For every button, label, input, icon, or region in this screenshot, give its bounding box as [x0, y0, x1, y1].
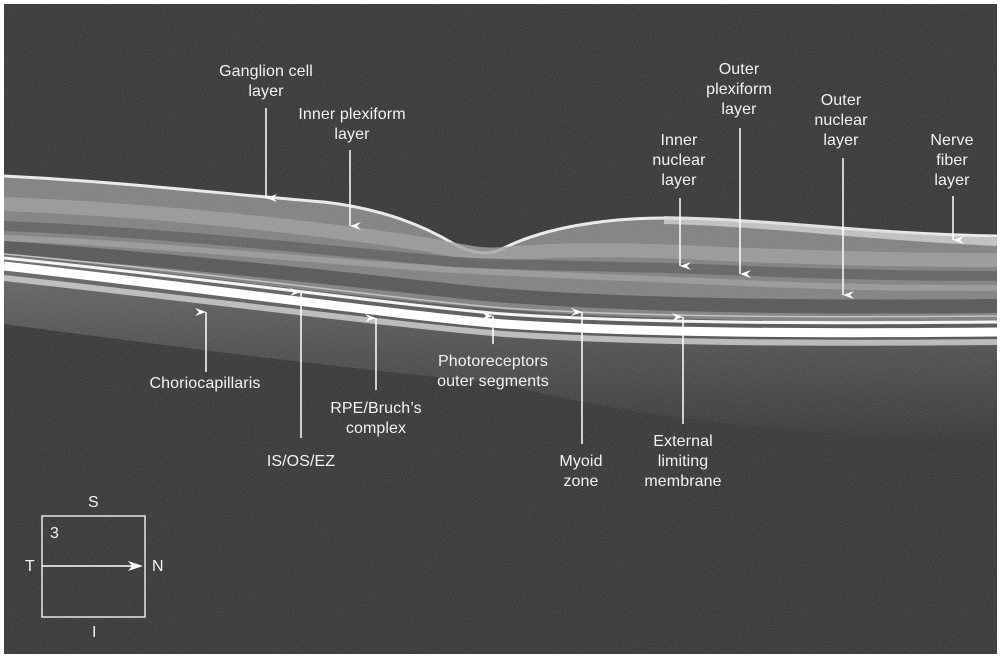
label-inner-plexiform-layer: Inner plexiform layer: [298, 106, 406, 143]
orientation-temporal: T: [25, 558, 35, 575]
label-myoid-zone: Myoid zone: [559, 453, 603, 490]
label-outer-nuclear-layer: Outer nuclear layer: [814, 92, 868, 149]
label-choriocapillaris: Choriocapillaris: [149, 375, 261, 392]
label-external-limiting-membrane: External limiting membrane: [644, 433, 722, 490]
orientation-number: 3: [50, 525, 59, 542]
label-is-os-ez: IS/OS/EZ: [266, 453, 336, 470]
label-rpe-bruchs-complex: RPE/Bruch’s complex: [330, 400, 422, 437]
orientation-inferior: I: [92, 624, 97, 641]
oct-scan-image: Ganglion cell layer Inner plexiform laye…: [4, 4, 997, 654]
orientation-nasal: N: [152, 558, 164, 575]
label-outer-plexiform-layer: Outer plexiform layer: [706, 61, 772, 118]
label-photoreceptors-outer-segments: Photoreceptors outer segments: [437, 353, 549, 390]
retina-layers-graphic: [4, 4, 997, 654]
label-nerve-fiber-layer: Nerve fiber layer: [930, 132, 974, 189]
label-inner-nuclear-layer: Inner nuclear layer: [652, 132, 706, 189]
orientation-superior: S: [88, 494, 99, 511]
label-ganglion-cell-layer: Ganglion cell layer: [219, 63, 313, 100]
